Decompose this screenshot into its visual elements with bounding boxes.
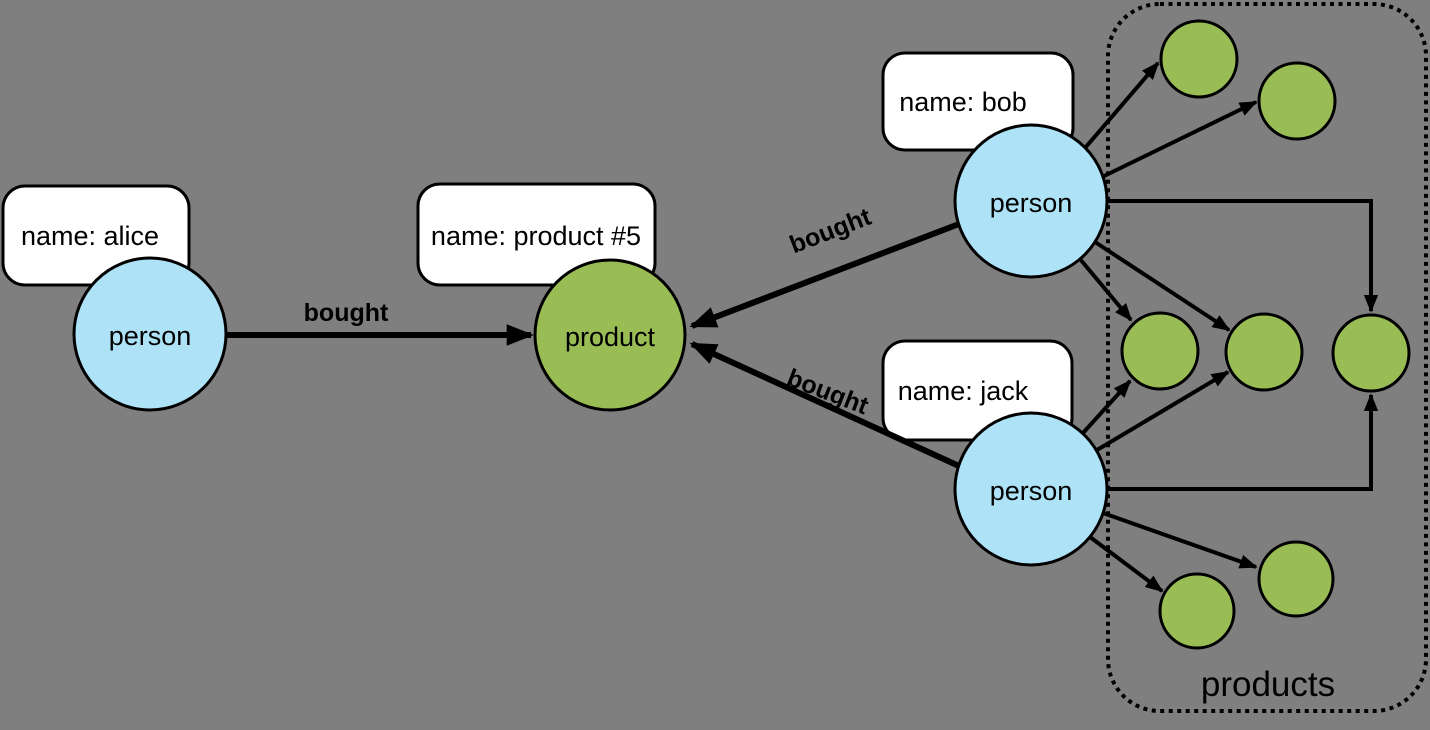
products-group: products <box>1106 2 1428 713</box>
edge-jack-product-6 <box>1088 535 1164 593</box>
node-label-bob: person <box>990 188 1073 218</box>
node-person-bob <box>953 123 1109 279</box>
edge-jack-product-7 <box>1102 511 1258 569</box>
property-text-bob: name: bob <box>899 87 1027 117</box>
property-text-jack: name: jack <box>898 376 1029 406</box>
property-text-product5: name: product #5 <box>431 221 641 251</box>
node-product-small-4 <box>1224 312 1304 392</box>
edge-bob-bought-product <box>689 221 961 329</box>
node-person-alice <box>72 256 228 412</box>
node-label-alice: person <box>109 321 192 351</box>
edge-bob-product-4 <box>1093 240 1231 332</box>
edge-jack-product-3 <box>1081 379 1132 435</box>
property-text-alice: name: alice <box>21 221 159 251</box>
node-label-product5: product <box>565 322 656 352</box>
edge-jack-product-5-elbow <box>1107 393 1379 491</box>
edge-bob-product-1 <box>1083 61 1160 150</box>
node-product-small-1 <box>1159 19 1239 99</box>
node-product-5 <box>533 258 687 412</box>
edge-jack-bought-product <box>689 341 961 469</box>
node-person-jack <box>953 411 1109 567</box>
edge-bob-product-3 <box>1078 257 1133 322</box>
node-product-small-7 <box>1257 540 1335 618</box>
node-product-small-6 <box>1158 572 1236 650</box>
products-group-border <box>1106 2 1428 713</box>
edge-bob-product-5-elbow <box>1107 199 1379 313</box>
edges <box>226 61 1379 593</box>
property-box-product5 <box>416 182 657 287</box>
node-product-small-5 <box>1331 313 1411 393</box>
node-product-small-3 <box>1120 311 1200 391</box>
edge-label-alice-bought: bought <box>304 299 389 327</box>
edge-bob-product-2 <box>1099 100 1258 180</box>
node-label-jack: person <box>990 476 1073 506</box>
node-product-small-2 <box>1257 61 1337 141</box>
edge-jack-product-4 <box>1095 370 1230 452</box>
products-group-label: products <box>1201 665 1335 704</box>
